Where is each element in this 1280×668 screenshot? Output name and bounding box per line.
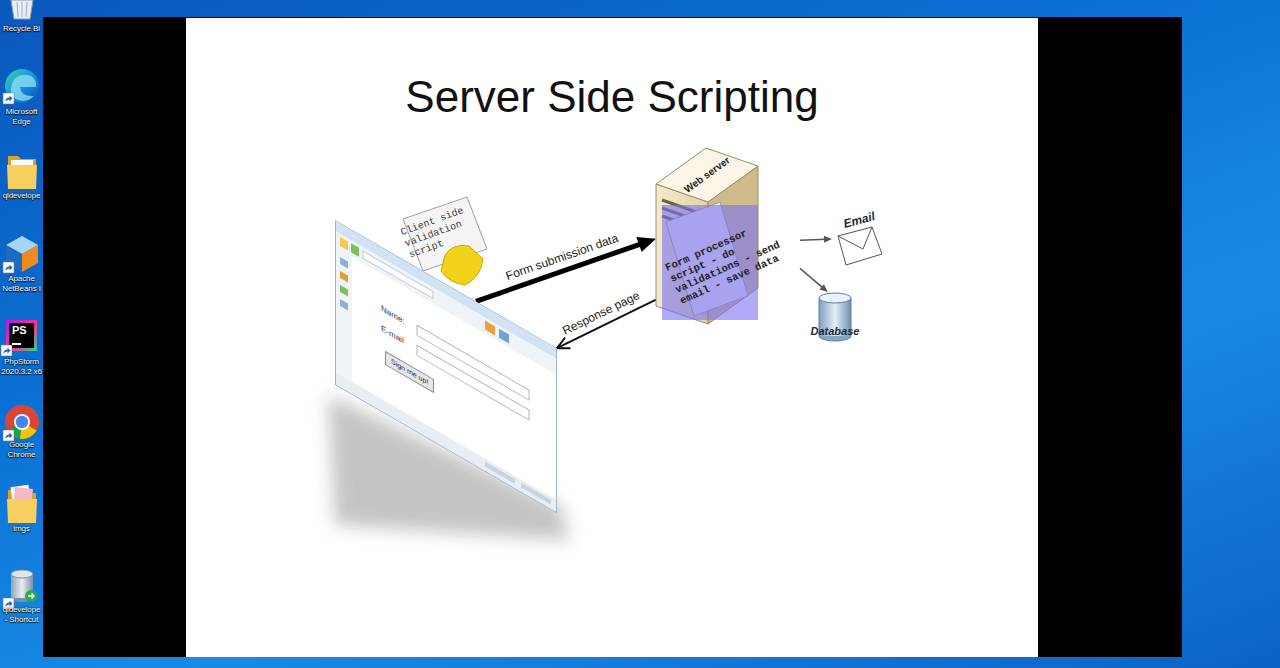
chrome-icon-part [14,414,30,430]
sqldeveloper-icon-part [25,590,37,602]
envelope-part [838,227,872,249]
connector-line [800,268,824,288]
folder-icon-part [7,165,37,189]
envelope-part [838,227,882,265]
desktop-icon-label-slot: Apache NetBeans I [1,274,42,293]
database: Database [805,292,865,342]
netbeans-icon-part [3,262,14,273]
browser-frame-part [351,243,359,257]
client-script-note: Client side validation script [395,193,495,288]
chrome-icon [3,405,39,441]
web-server: Web serverForm processor script - do val… [656,144,802,326]
folder-icon-part [8,156,36,188]
desktop-icon-label-slot: Microsoft Edge [1,107,42,126]
sqldeveloper-icon-part [11,570,33,578]
desktop-icon-label: Microsoft Edge [1,107,42,126]
browser-frame-part [336,373,556,512]
recycle-bin-icon-part [11,0,33,19]
connector [800,268,828,292]
sqldeveloper-icon [3,570,37,609]
recycle-bin-icon-part [17,2,27,17]
browser-frame-part [340,271,348,283]
edge-icon-part [3,93,14,104]
chrome-icon-part [16,416,28,428]
edge-icon [3,69,39,104]
connector [800,236,832,243]
browser-frame-part [336,232,556,375]
chrome-icon-part [3,430,14,441]
desktop-icon-label: qldevelope - Shortcut [1,605,42,624]
netbeans-icon-part [22,245,38,272]
desktop-icon-label: Recycle Bi [1,24,42,34]
connector-line [800,239,826,240]
folder-icon-part [7,499,37,523]
folder-icon [7,485,37,523]
browser-frame-part [340,299,348,311]
arrow-head [557,338,570,349]
desktop-icon-label: imgs [1,524,42,534]
arrow-head [636,237,656,252]
database-cylinder-part [819,293,851,303]
database-label-slot: Database [805,321,865,339]
connector-label: Response page [560,288,642,338]
browser-frame-part [340,237,348,251]
desktop-icon-label: qldevelope [1,191,42,201]
slide-title: Server Side Scripting [186,72,1038,123]
email-envelope: Email [832,208,886,270]
slide-title-slot: Server Side Scripting [186,72,1038,123]
browser-frame-part [499,329,509,344]
connector-label-slot: Response page [560,288,642,338]
recycle-bin-icon [11,0,33,19]
edge-icon-part [11,75,36,101]
desktop-icon-label: Google Chrome [1,440,42,459]
sqldeveloper-icon-part [28,594,34,599]
app-icon-letters-slot: PS [12,325,27,336]
connector-label: Form submission data [503,231,619,283]
browser-frame-part [485,462,515,484]
desktop-icon-label-slot: qldevelope - Shortcut [1,605,42,624]
database-label: Database [811,325,860,338]
server-tower-part [656,148,758,202]
browser-frame-part [521,482,551,504]
desktop-icon-label-slot: qldevelope [1,191,42,201]
phpstorm-icon-part [12,343,21,345]
browser-frame-part [485,321,495,336]
arrow-head [819,284,827,292]
phpstorm-icon-part [1,345,12,356]
netbeans-icon [3,236,38,273]
paper-note-part [441,245,483,285]
browser-frame-part [336,248,352,382]
phpstorm-icon [1,320,37,356]
arrow-head [824,236,832,243]
desktop-icon-label-slot: Google Chrome [1,440,42,459]
desktop-icon-label: PhpStorm 2020.3.2 x6 [1,357,42,376]
chrome-icon-part [5,405,39,431]
desktop-icon-label-slot: PhpStorm 2020.3.2 x6 [1,357,42,376]
form-processor-note: Form processor script - do validations -… [660,200,800,322]
desktop-icon-label: Apache NetBeans I [1,274,42,293]
folder-icon [7,156,37,189]
browser-frame-part [340,257,348,269]
app-icon-letters: PS [12,325,27,336]
desktop-icon-label-slot: imgs [1,524,42,534]
connector-label-slot: Form submission data [503,231,619,283]
desktop-icon-label-slot: Recycle Bi [1,24,42,34]
phpstorm-icon-part [9,323,34,348]
browser-frame-part [340,285,348,297]
